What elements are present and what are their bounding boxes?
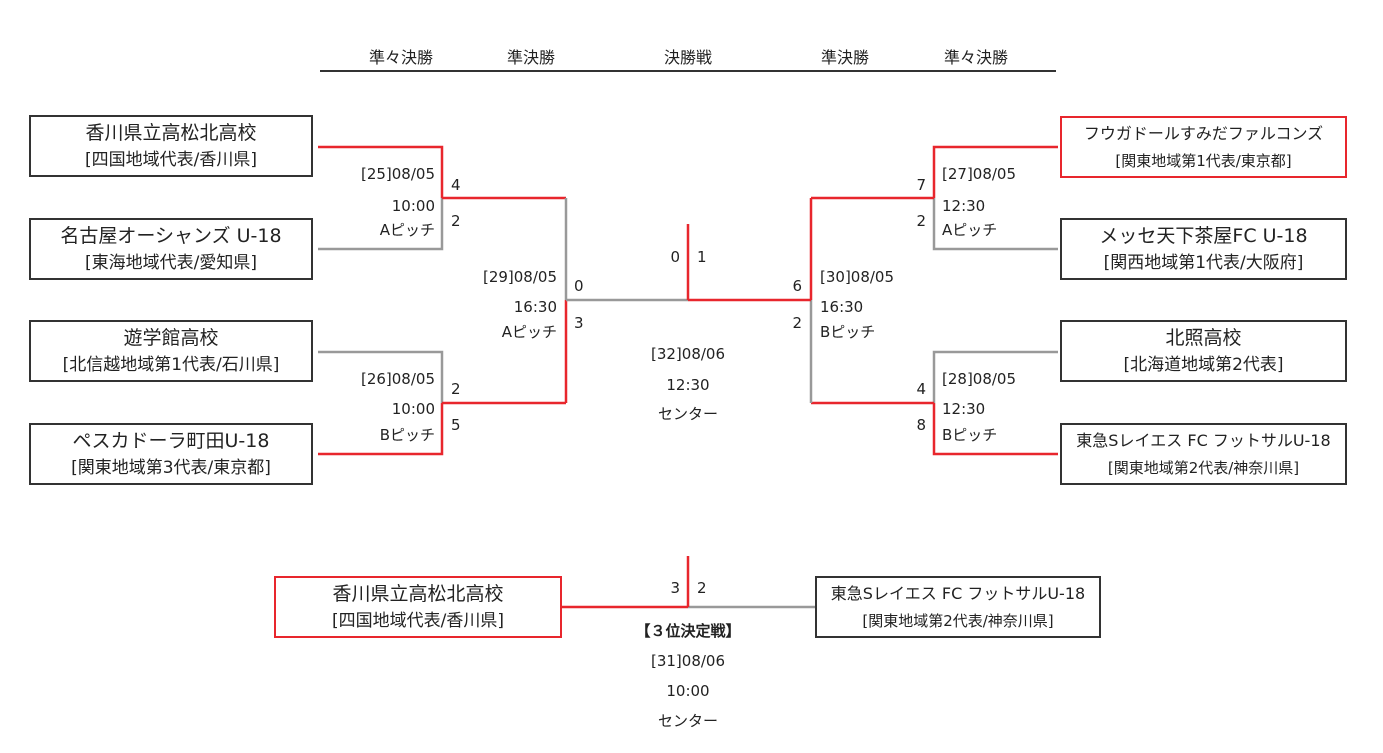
m25-score-bottom: 2 [451,212,461,230]
team-region: [関東地域第2代表/神奈川県] [862,612,1054,630]
m29-time: 16:30 [513,298,557,316]
team-name: 東急Sレイエス FC フットサルU-18 [1076,431,1331,450]
team-region: [関東地域第1代表/東京都] [1115,152,1292,170]
m31-venue: センター [657,712,718,730]
team-nagoya-oceans: 名古屋オーシャンズ U-18 [東海地域代表/愛知県] [29,218,313,280]
header-final: 決勝戦 [663,48,712,67]
m25-venue: Aピッチ [379,221,435,239]
line-m28-bottom [932,403,1058,456]
m25-score-top: 4 [451,176,461,194]
team-pescadola: ペスカドーラ町田U-18 [関東地域第3代表/東京都] [29,423,313,485]
team-tokyu: 東急Sレイエス FC フットサルU-18 [関東地域第2代表/神奈川県] [1060,423,1347,485]
m32-score-left: 0 [670,248,680,266]
team-name: メッセ天下茶屋FC U-18 [1099,225,1308,247]
m28-venue: Bピッチ [942,426,998,444]
header-qf-left: 準々決勝 [368,48,433,67]
m27-venue: Aピッチ [942,221,998,239]
m28-time: 12:30 [942,400,986,418]
team-region: [北海道地域第2代表] [1123,355,1284,375]
m29-score-top: 0 [574,277,584,295]
team-name: 東急Sレイエス FC フットサルU-18 [830,584,1086,603]
team-messe: メッセ天下茶屋FC U-18 [関西地域第1代表/大阪府] [1060,218,1347,280]
team-name: 名古屋オーシャンズ U-18 [60,225,282,247]
third-place-team-left: 香川県立高松北高校 [四国地域代表/香川県] [274,576,562,638]
m28-score-top: 4 [916,380,926,398]
line-m25-bottom [318,198,444,251]
m28-date: [28]08/05 [942,370,1017,388]
team-name: ペスカドーラ町田U-18 [72,430,270,452]
third-place-team-right: 東急Sレイエス FC フットサルU-18 [関東地域第2代表/神奈川県] [815,576,1101,638]
team-name: 北照高校 [1165,327,1242,349]
team-region: [関東地域第2代表/神奈川県] [1107,459,1300,477]
line-m25-top [318,145,444,198]
m29-date: [29]08/05 [482,268,557,286]
team-region: [北信越地域第1代表/石川県] [62,355,280,375]
m25-date: [25]08/05 [360,165,435,183]
team-name: フウガドールすみだファルコンズ [1083,124,1324,143]
team-name: 香川県立高松北高校 [85,122,257,144]
line-m27-bottom [932,198,1058,251]
m30-time: 16:30 [820,298,864,316]
m26-time: 10:00 [391,400,435,418]
m26-score-bottom: 5 [451,416,461,434]
team-fugador: フウガドールすみだファルコンズ [関東地域第1代表/東京都] [1060,116,1347,178]
m27-time: 12:30 [942,197,986,215]
m31-score-right: 2 [697,579,707,597]
team-region: [関東地域第3代表/東京都] [71,458,271,478]
m29-score-bottom: 3 [574,314,584,332]
m32-venue: センター [657,405,718,423]
team-hokusho: 北照高校 [北海道地域第2代表] [1060,320,1347,382]
m27-score-bottom: 2 [916,212,926,230]
line-m26-top [318,350,444,403]
m26-score-top: 2 [451,380,461,398]
team-region: [東海地域代表/愛知県] [85,253,257,273]
m26-venue: Bピッチ [379,426,435,444]
team-takamatsu-kita: 香川県立高松北高校 [四国地域代表/香川県] [29,115,313,177]
team-name: 遊学館高校 [123,327,219,349]
m32-score-right: 1 [697,248,707,266]
header-qf-right: 準々決勝 [943,48,1008,67]
m28-score-bottom: 8 [916,416,926,434]
m27-score-top: 7 [916,176,926,194]
m27-date: [27]08/05 [942,165,1017,183]
m30-venue: Bピッチ [820,323,876,341]
m25-time: 10:00 [391,197,435,215]
team-region: [四国地域代表/香川県] [85,150,257,170]
team-yugakukan: 遊学館高校 [北信越地域第1代表/石川県] [29,320,313,382]
header-sf-right: 準決勝 [820,48,869,67]
m32-time: 12:30 [666,376,710,394]
header-sf-left: 準決勝 [506,48,555,67]
m32-date: [32]08/06 [650,345,726,363]
m30-date: [30]08/05 [820,268,895,286]
m31-date: [31]08/06 [650,652,726,670]
m29-venue: Aピッチ [501,323,557,341]
team-name: 香川県立高松北高校 [332,583,504,605]
m31-title: 【３位決定戦】 [635,622,741,640]
team-region: [関西地域第1代表/大阪府] [1103,253,1304,273]
header-divider [320,70,1056,72]
m31-time: 10:00 [666,682,710,700]
m30-score-bottom: 2 [792,314,802,332]
line-m28-top [932,350,1058,403]
m26-date: [26]08/05 [360,370,435,388]
m30-score-top: 6 [792,277,802,295]
line-m26-bottom [318,403,444,456]
team-region: [四国地域代表/香川県] [332,611,504,631]
line-m27-top [932,145,1058,198]
m31-score-left: 3 [670,579,680,597]
